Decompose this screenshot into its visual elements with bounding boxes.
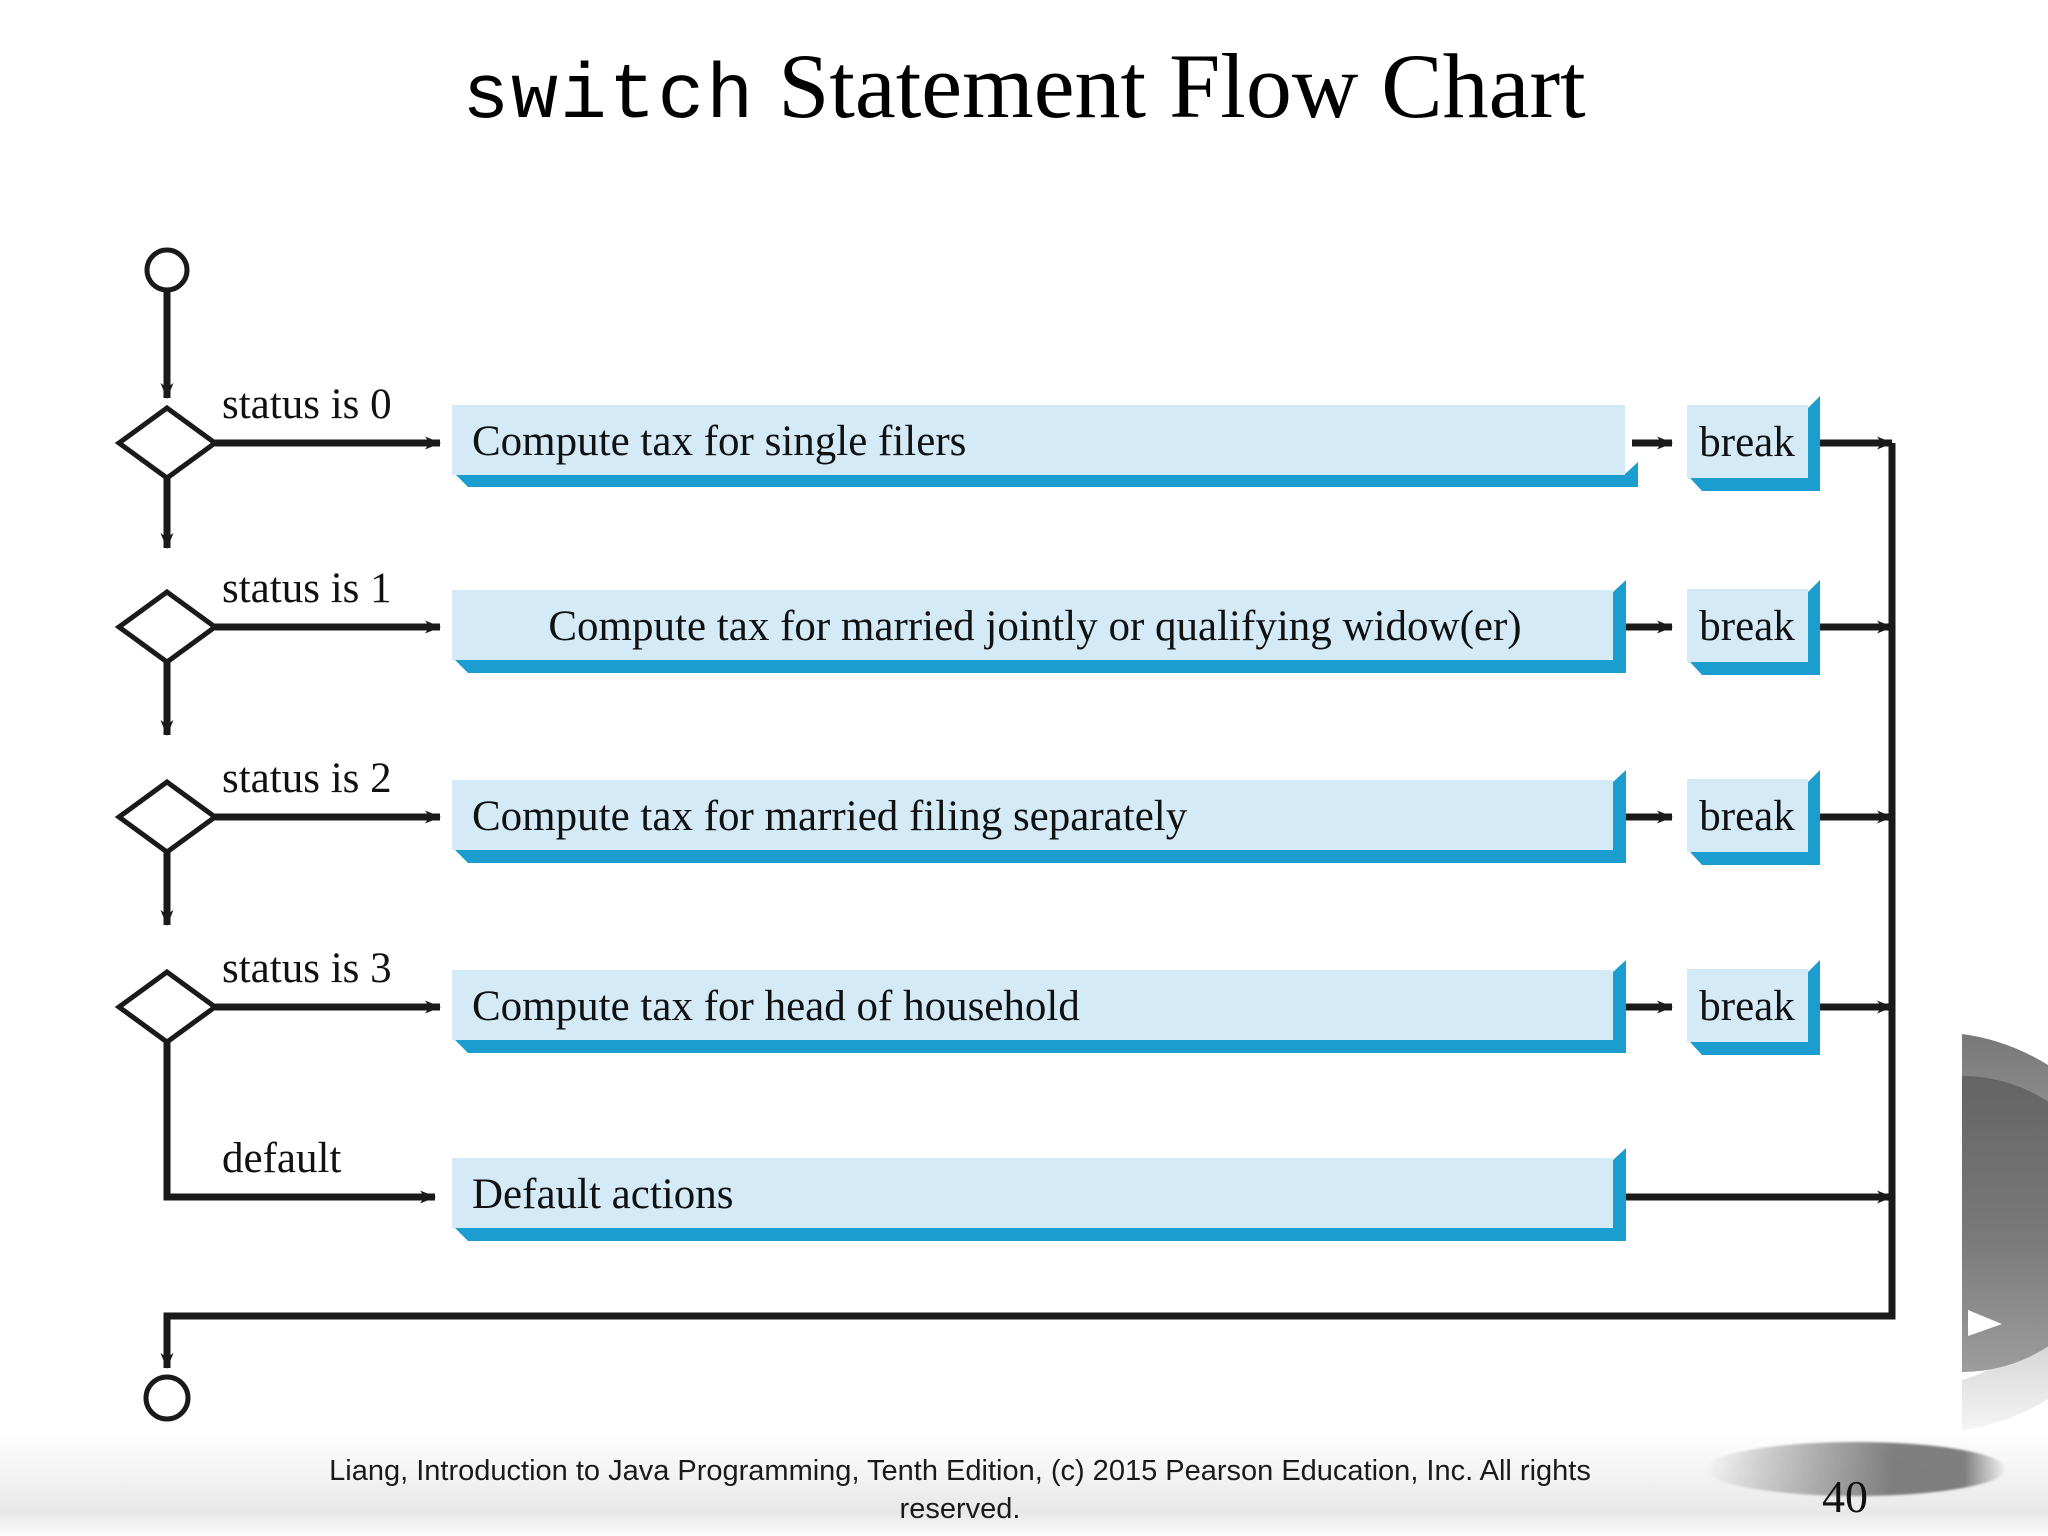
break-box-3-side (1808, 960, 1820, 1042)
decision-diamond-2 (114, 778, 220, 856)
branch-label-default: default (222, 1135, 341, 1182)
decorative-arc-outer (1962, 1034, 2048, 1430)
action-box-2-label: Compute tax for married filing separatel… (472, 793, 1188, 840)
branch-label-1: status is 1 (222, 565, 392, 612)
break-box-3-rect (1687, 969, 1808, 1042)
branch-label-3: status is 3 (222, 945, 392, 992)
action-box-1-shadow (455, 648, 1626, 673)
action-box-2-side (1613, 770, 1626, 850)
title-keyword: switch (462, 53, 756, 141)
action-box-default: Default actions (452, 1148, 1626, 1241)
decision-diamond-0 (114, 404, 220, 482)
break-box-0-label: break (1699, 419, 1795, 466)
action-box-default-rect (452, 1158, 1613, 1228)
action-box-0: Compute tax for single filers (452, 405, 1638, 487)
page-number-decoration (1706, 1442, 2006, 1496)
break-box-3-shadow (1690, 1030, 1820, 1055)
action-box-0-label: Compute tax for single filers (472, 418, 966, 465)
break-box-0-side (1808, 396, 1820, 478)
footer-band (0, 1432, 2048, 1536)
page-title: switch Statement Flow Chart (0, 38, 2048, 139)
action-box-default-label: Default actions (472, 1171, 734, 1218)
collector-return-path (160, 443, 1896, 1369)
action-box-1-side (1613, 580, 1626, 660)
break-box-2-label: break (1699, 793, 1795, 840)
break-box-1-shadow (1690, 650, 1820, 675)
break-box-2-rect (1687, 779, 1808, 852)
action-box-0-rect (452, 405, 1625, 475)
page-number: 40 (1822, 1471, 1868, 1522)
title-rest: Statement Flow Chart (755, 35, 1586, 137)
branch-label-2: status is 2 (222, 755, 392, 802)
break-box-1-label: break (1699, 603, 1795, 650)
break-box-0-shadow (1690, 466, 1820, 491)
break-box-0-rect (1687, 405, 1808, 478)
break-box-2-shadow (1690, 840, 1820, 865)
action-box-default-shadow (455, 1216, 1626, 1241)
action-box-default-side (1613, 1148, 1626, 1228)
action-box-1-label: Compute tax for married jointly or quali… (548, 603, 1521, 650)
action-box-3-label: Compute tax for head of household (472, 983, 1080, 1030)
decision-diamond-3 (114, 968, 220, 1046)
branch-label-0: status is 0 (222, 381, 392, 428)
start-circle (144, 247, 190, 293)
action-box-3: Compute tax for head of household (452, 960, 1626, 1053)
action-box-1-rect (452, 590, 1613, 660)
end-circle (143, 1374, 191, 1422)
decorative-arc-inner (1962, 1076, 2048, 1372)
break-box-3: break (1687, 960, 1820, 1055)
break-box-1: break (1687, 580, 1820, 675)
break-box-3-label: break (1699, 983, 1795, 1030)
action-box-1: Compute tax for married jointly or quali… (452, 580, 1626, 673)
action-box-3-shadow (455, 1028, 1626, 1053)
break-box-1-side (1808, 580, 1820, 662)
action-box-3-rect (452, 970, 1613, 1040)
break-box-2-side (1808, 770, 1820, 852)
action-box-2: Compute tax for married filing separatel… (452, 770, 1626, 863)
action-box-2-rect (452, 780, 1613, 850)
break-box-0: break (1687, 396, 1820, 491)
break-box-2: break (1687, 770, 1820, 865)
edge-default-path (163, 1042, 436, 1204)
action-box-3-side (1613, 960, 1626, 1040)
copyright-footer: Liang, Introduction to Java Programming,… (329, 1455, 1591, 1526)
action-box-2-shadow (455, 838, 1626, 863)
decorative-arc-notch (1968, 1310, 2002, 1336)
break-box-1-rect (1687, 589, 1808, 662)
decision-diamond-1 (114, 588, 220, 666)
decorative-arc-group (1962, 1034, 2048, 1430)
